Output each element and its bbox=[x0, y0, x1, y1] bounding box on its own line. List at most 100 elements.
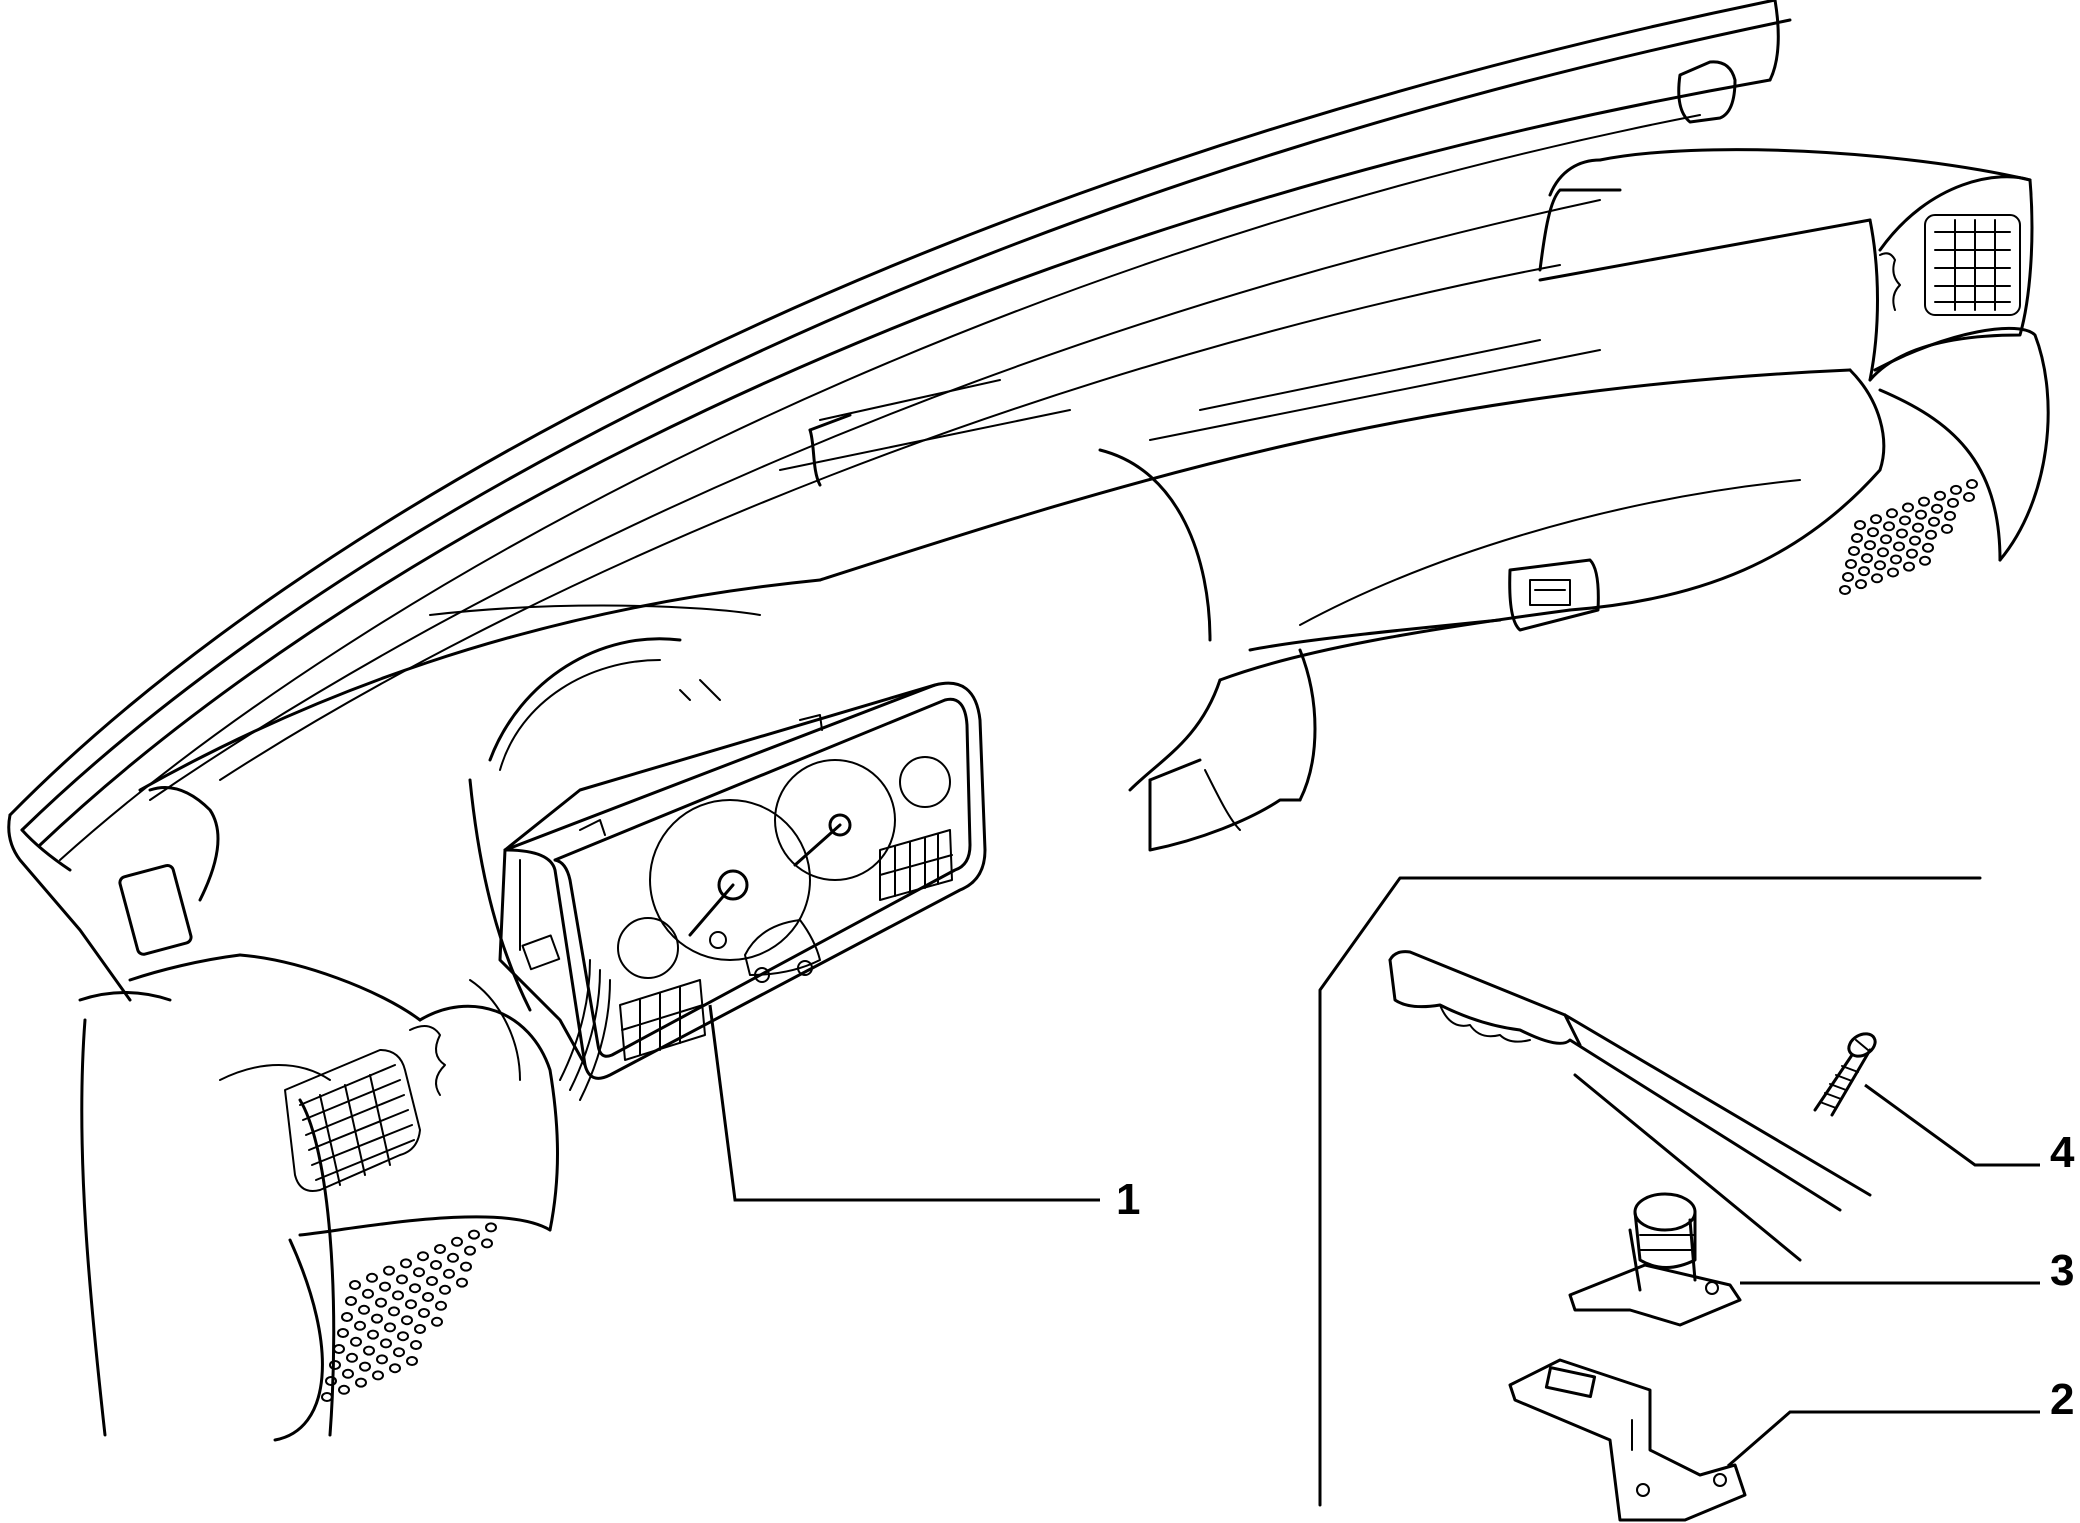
speaker-hole bbox=[1874, 560, 1886, 571]
speaker-hole bbox=[1966, 479, 1978, 490]
speaker-hole bbox=[410, 1340, 422, 1350]
speaker-hole bbox=[1870, 514, 1882, 525]
speaker-hole bbox=[366, 1272, 378, 1283]
left-speaker-dots bbox=[321, 1222, 497, 1402]
speaker-hole bbox=[397, 1331, 409, 1342]
speaker-hole bbox=[1931, 503, 1943, 514]
speaker-hole bbox=[355, 1377, 367, 1388]
speaker-hole bbox=[413, 1267, 425, 1278]
latch-assembly bbox=[1568, 1192, 1742, 1327]
speaker-hole bbox=[392, 1290, 404, 1301]
speaker-hole bbox=[447, 1252, 459, 1263]
speaker-hole bbox=[456, 1277, 468, 1288]
speaker-hole bbox=[1909, 535, 1921, 546]
speaker-hole bbox=[443, 1268, 455, 1279]
speaker-hole bbox=[350, 1336, 362, 1347]
speaker-hole bbox=[422, 1292, 434, 1302]
callout-1: 1 bbox=[1116, 1175, 1140, 1224]
speaker-hole bbox=[321, 1392, 333, 1402]
speaker-hole bbox=[1896, 528, 1908, 539]
speaker-hole bbox=[376, 1354, 388, 1365]
grab-handle-cutout bbox=[1677, 60, 1737, 124]
speaker-hole bbox=[380, 1338, 392, 1349]
speaker-hole bbox=[1963, 492, 1975, 503]
speaker-hole bbox=[342, 1368, 354, 1379]
speaker-hole bbox=[430, 1260, 442, 1270]
speaker-hole bbox=[400, 1258, 412, 1269]
speaker-hole bbox=[346, 1352, 358, 1363]
speaker-hole bbox=[1845, 559, 1857, 569]
glovebox-latch bbox=[1508, 558, 1600, 632]
speaker-hole bbox=[1906, 548, 1918, 559]
leader-line-4 bbox=[1864, 1083, 2040, 1167]
speaker-hole bbox=[325, 1376, 337, 1386]
speaker-hole bbox=[1902, 502, 1914, 513]
speaker-hole bbox=[406, 1356, 418, 1366]
speaker-hole bbox=[362, 1288, 374, 1299]
speaker-hole bbox=[372, 1370, 384, 1381]
speaker-hole bbox=[333, 1344, 345, 1354]
speaker-hole bbox=[1922, 542, 1934, 553]
speaker-hole bbox=[1851, 533, 1863, 543]
speaker-hole bbox=[1854, 520, 1866, 530]
speaker-hole bbox=[1887, 567, 1899, 578]
speaker-hole bbox=[1877, 547, 1889, 558]
speaker-hole bbox=[464, 1245, 476, 1256]
speaker-hole bbox=[1839, 585, 1851, 595]
speaker-hole bbox=[409, 1283, 421, 1294]
speaker-hole bbox=[414, 1324, 426, 1334]
speaker-hole bbox=[1947, 497, 1959, 508]
speaker-hole bbox=[384, 1322, 396, 1333]
speaker-hole bbox=[417, 1251, 429, 1262]
speaker-hole bbox=[329, 1360, 341, 1370]
speaker-hole bbox=[354, 1320, 366, 1331]
speaker-hole bbox=[481, 1238, 493, 1249]
speaker-hole bbox=[1883, 521, 1895, 532]
mounting-bracket bbox=[1508, 1358, 1747, 1522]
instrument-cluster bbox=[498, 681, 987, 1080]
speaker-hole bbox=[358, 1304, 370, 1315]
speaker-hole bbox=[1918, 496, 1930, 507]
speaker-hole bbox=[1886, 508, 1898, 519]
speaker-hole bbox=[389, 1363, 401, 1374]
speaker-hole bbox=[1899, 515, 1911, 526]
speaker-hole bbox=[1903, 561, 1915, 572]
right-vent-grille bbox=[1879, 214, 2021, 316]
left-vent-grille bbox=[284, 1025, 446, 1192]
speaker-hole bbox=[1890, 554, 1902, 565]
speaker-hole bbox=[426, 1276, 438, 1286]
speaker-hole bbox=[367, 1329, 379, 1340]
speaker-hole bbox=[485, 1222, 497, 1233]
speaker-hole bbox=[1855, 579, 1867, 590]
callout-4: 4 bbox=[2050, 1128, 2075, 1177]
speaker-hole bbox=[388, 1306, 400, 1317]
dashboard-top-rail bbox=[8, 0, 1792, 861]
speaker-hole bbox=[1867, 527, 1879, 538]
speaker-hole bbox=[1928, 516, 1940, 527]
right-speaker-dots bbox=[1839, 479, 1978, 595]
callout-2: 2 bbox=[2050, 1375, 2074, 1424]
speaker-hole bbox=[363, 1345, 375, 1356]
speaker-hole bbox=[434, 1244, 446, 1254]
speaker-hole bbox=[383, 1265, 395, 1276]
screw bbox=[1813, 1032, 1877, 1117]
speaker-hole bbox=[1848, 546, 1860, 556]
speaker-hole bbox=[401, 1315, 413, 1326]
parts-group-frame bbox=[1318, 876, 1982, 1507]
speaker-hole bbox=[418, 1308, 430, 1318]
callout-3: 3 bbox=[2050, 1246, 2074, 1295]
speaker-hole bbox=[1944, 510, 1956, 521]
speaker-hole bbox=[1912, 522, 1924, 533]
speaker-hole bbox=[405, 1299, 417, 1310]
speaker-hole bbox=[1950, 484, 1962, 495]
speaker-hole bbox=[1861, 553, 1873, 564]
speaker-hole bbox=[468, 1229, 480, 1240]
speaker-hole bbox=[375, 1297, 387, 1308]
dashboard-body bbox=[138, 339, 1886, 852]
speaker-hole bbox=[1934, 490, 1946, 501]
speaker-hole bbox=[439, 1284, 451, 1295]
speaker-hole bbox=[1842, 572, 1854, 582]
leader-line-1 bbox=[708, 1004, 1100, 1202]
speaker-hole bbox=[379, 1281, 391, 1292]
